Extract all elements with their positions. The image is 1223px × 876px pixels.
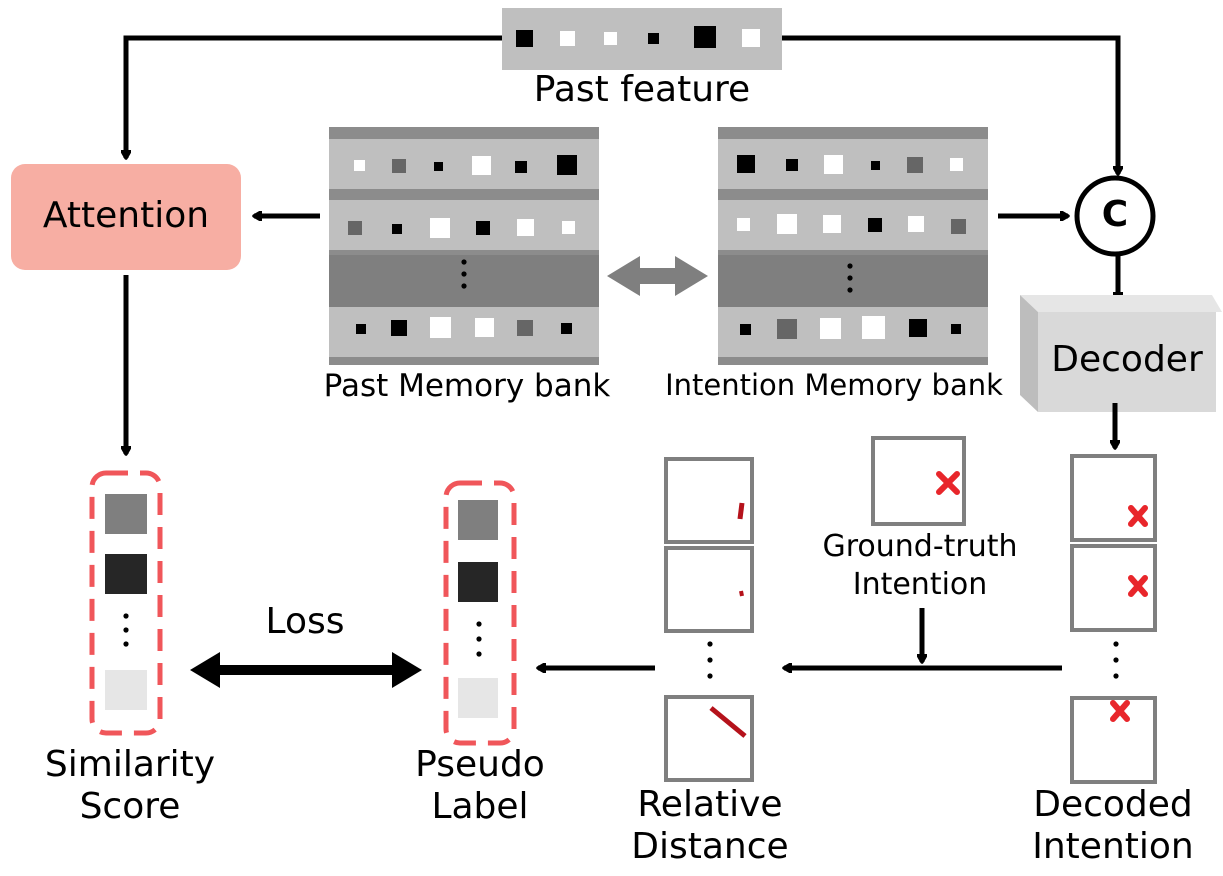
concat-label: C <box>1101 194 1129 235</box>
intention-memory-bank <box>718 127 988 365</box>
ground-truth-label-line2: Intention <box>852 567 988 602</box>
similarity-score-label-line2: Score <box>79 786 181 827</box>
pseudo-label-column <box>443 480 517 746</box>
similarity-score-column <box>89 470 163 736</box>
ground-truth-intention-box <box>871 436 966 526</box>
attention-label: Attention <box>42 195 210 236</box>
concat-circle <box>1074 175 1156 257</box>
past-memory-bank <box>329 127 599 365</box>
arrow-past-feature-to-concat <box>782 35 1118 174</box>
decoder-label: Decoder <box>1051 339 1203 380</box>
pseudo-label-label-line2: Label <box>431 786 529 827</box>
ground-truth-label-line1: Ground-truth <box>822 529 1018 564</box>
decoder-box <box>1020 295 1222 412</box>
attention-box <box>11 164 241 270</box>
decoded-intention-label-line2: Intention <box>1032 826 1194 867</box>
bidirectional-arrow <box>607 256 708 296</box>
relative-distance-label-line1: Relative <box>637 784 783 825</box>
relative-distance-boxes <box>664 457 754 782</box>
past-memory-bank-label: Past Memory bank <box>323 368 611 404</box>
decoded-intention-label-line1: Decoded <box>1033 784 1193 825</box>
arrow-past-feature-to-attention <box>126 35 502 158</box>
similarity-score-label-line1: Similarity <box>44 744 216 785</box>
relative-distance-label-line2: Distance <box>631 826 789 867</box>
loss-double-arrow <box>190 652 422 688</box>
loss-label: Loss <box>265 601 345 642</box>
past-feature-label: Past feature <box>533 69 751 110</box>
decoded-intention-boxes <box>1070 454 1157 784</box>
pseudo-label-label-line1: Pseudo <box>415 744 545 785</box>
past-feature-strip <box>502 8 782 70</box>
intention-memory-bank-label: Intention Memory bank <box>665 368 1003 402</box>
